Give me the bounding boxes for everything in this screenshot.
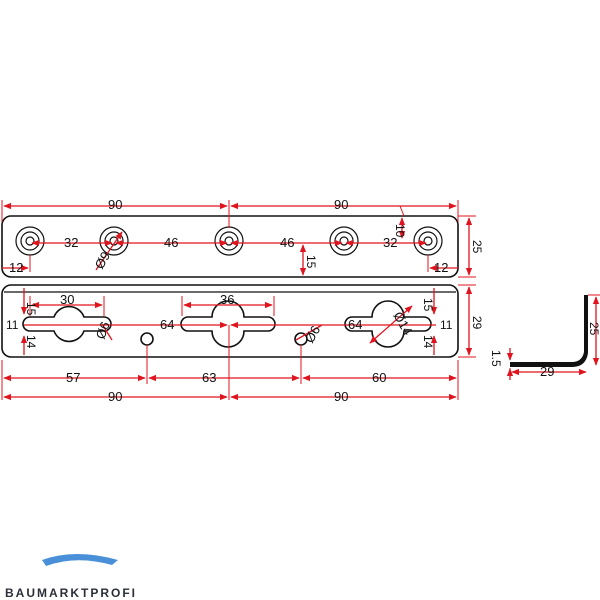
logo-swoosh-icon [42,554,118,566]
dim-pitch-left-64: 64 [160,317,174,332]
dim-pos-60: 60 [372,370,386,385]
keyhole-slot-middle [180,300,276,348]
dim-edge-side-left: 11 [6,318,19,332]
dim-edge-top-left: 15 [24,302,38,316]
dim-edge-left-12: 12 [9,260,23,275]
dim-bottom-height: 29 [470,316,484,330]
dim-slot-width-mid: 36 [220,292,234,307]
dim-bottom-total-right: 90 [334,389,348,404]
baumarktprofi-logo: BAUMARKTPROFI [5,554,137,600]
dim-top-total-right: 90 [334,197,348,212]
dim-edge-side-right: 11 [440,318,453,332]
dim-slot-width-left: 30 [60,292,74,307]
logo-text: BAUMARKTPROFI [5,586,137,600]
dim-pitch-32-left: 32 [64,235,78,250]
dim-profile-height: 25 [587,322,600,336]
profile-view: 25 29 1.5 [489,294,600,380]
dim-edge-top-right: 15 [421,298,435,312]
bottom-view: 30 36 64 64 Ø6 Ø6 Ø14 15 14 11 15 14 11 [1,284,484,404]
dim-edge-bot-right: 14 [421,335,435,349]
dim-height-offset: 10 [393,224,407,238]
dim-edge-bot-left: 14 [24,335,38,349]
dim-top-total-left: 90 [108,197,122,212]
dim-edge-right-12: 12 [434,260,448,275]
dim-pos-57: 57 [66,370,80,385]
dim-small-hole-left: Ø6 [93,320,113,341]
small-hole-left [140,332,154,346]
dim-pos-63: 63 [202,370,216,385]
top-view: 90 90 32 46 46 32 12 12 Ø9 10 15 25 [1,197,484,278]
dim-profile-thickness: 1.5 [489,350,503,367]
dim-pitch-32-right: 32 [383,235,397,250]
dim-profile-width: 29 [540,364,554,379]
dim-pitch-46-left: 46 [164,235,178,250]
angle-profile [510,295,588,367]
dim-top-height: 25 [470,240,484,254]
dim-bottom-total-left: 90 [108,389,122,404]
dim-pitch-46-right: 46 [280,235,294,250]
dim-center-height: 15 [304,255,318,269]
top-plate-outline [1,215,459,278]
dim-pitch-right-64: 64 [348,317,362,332]
